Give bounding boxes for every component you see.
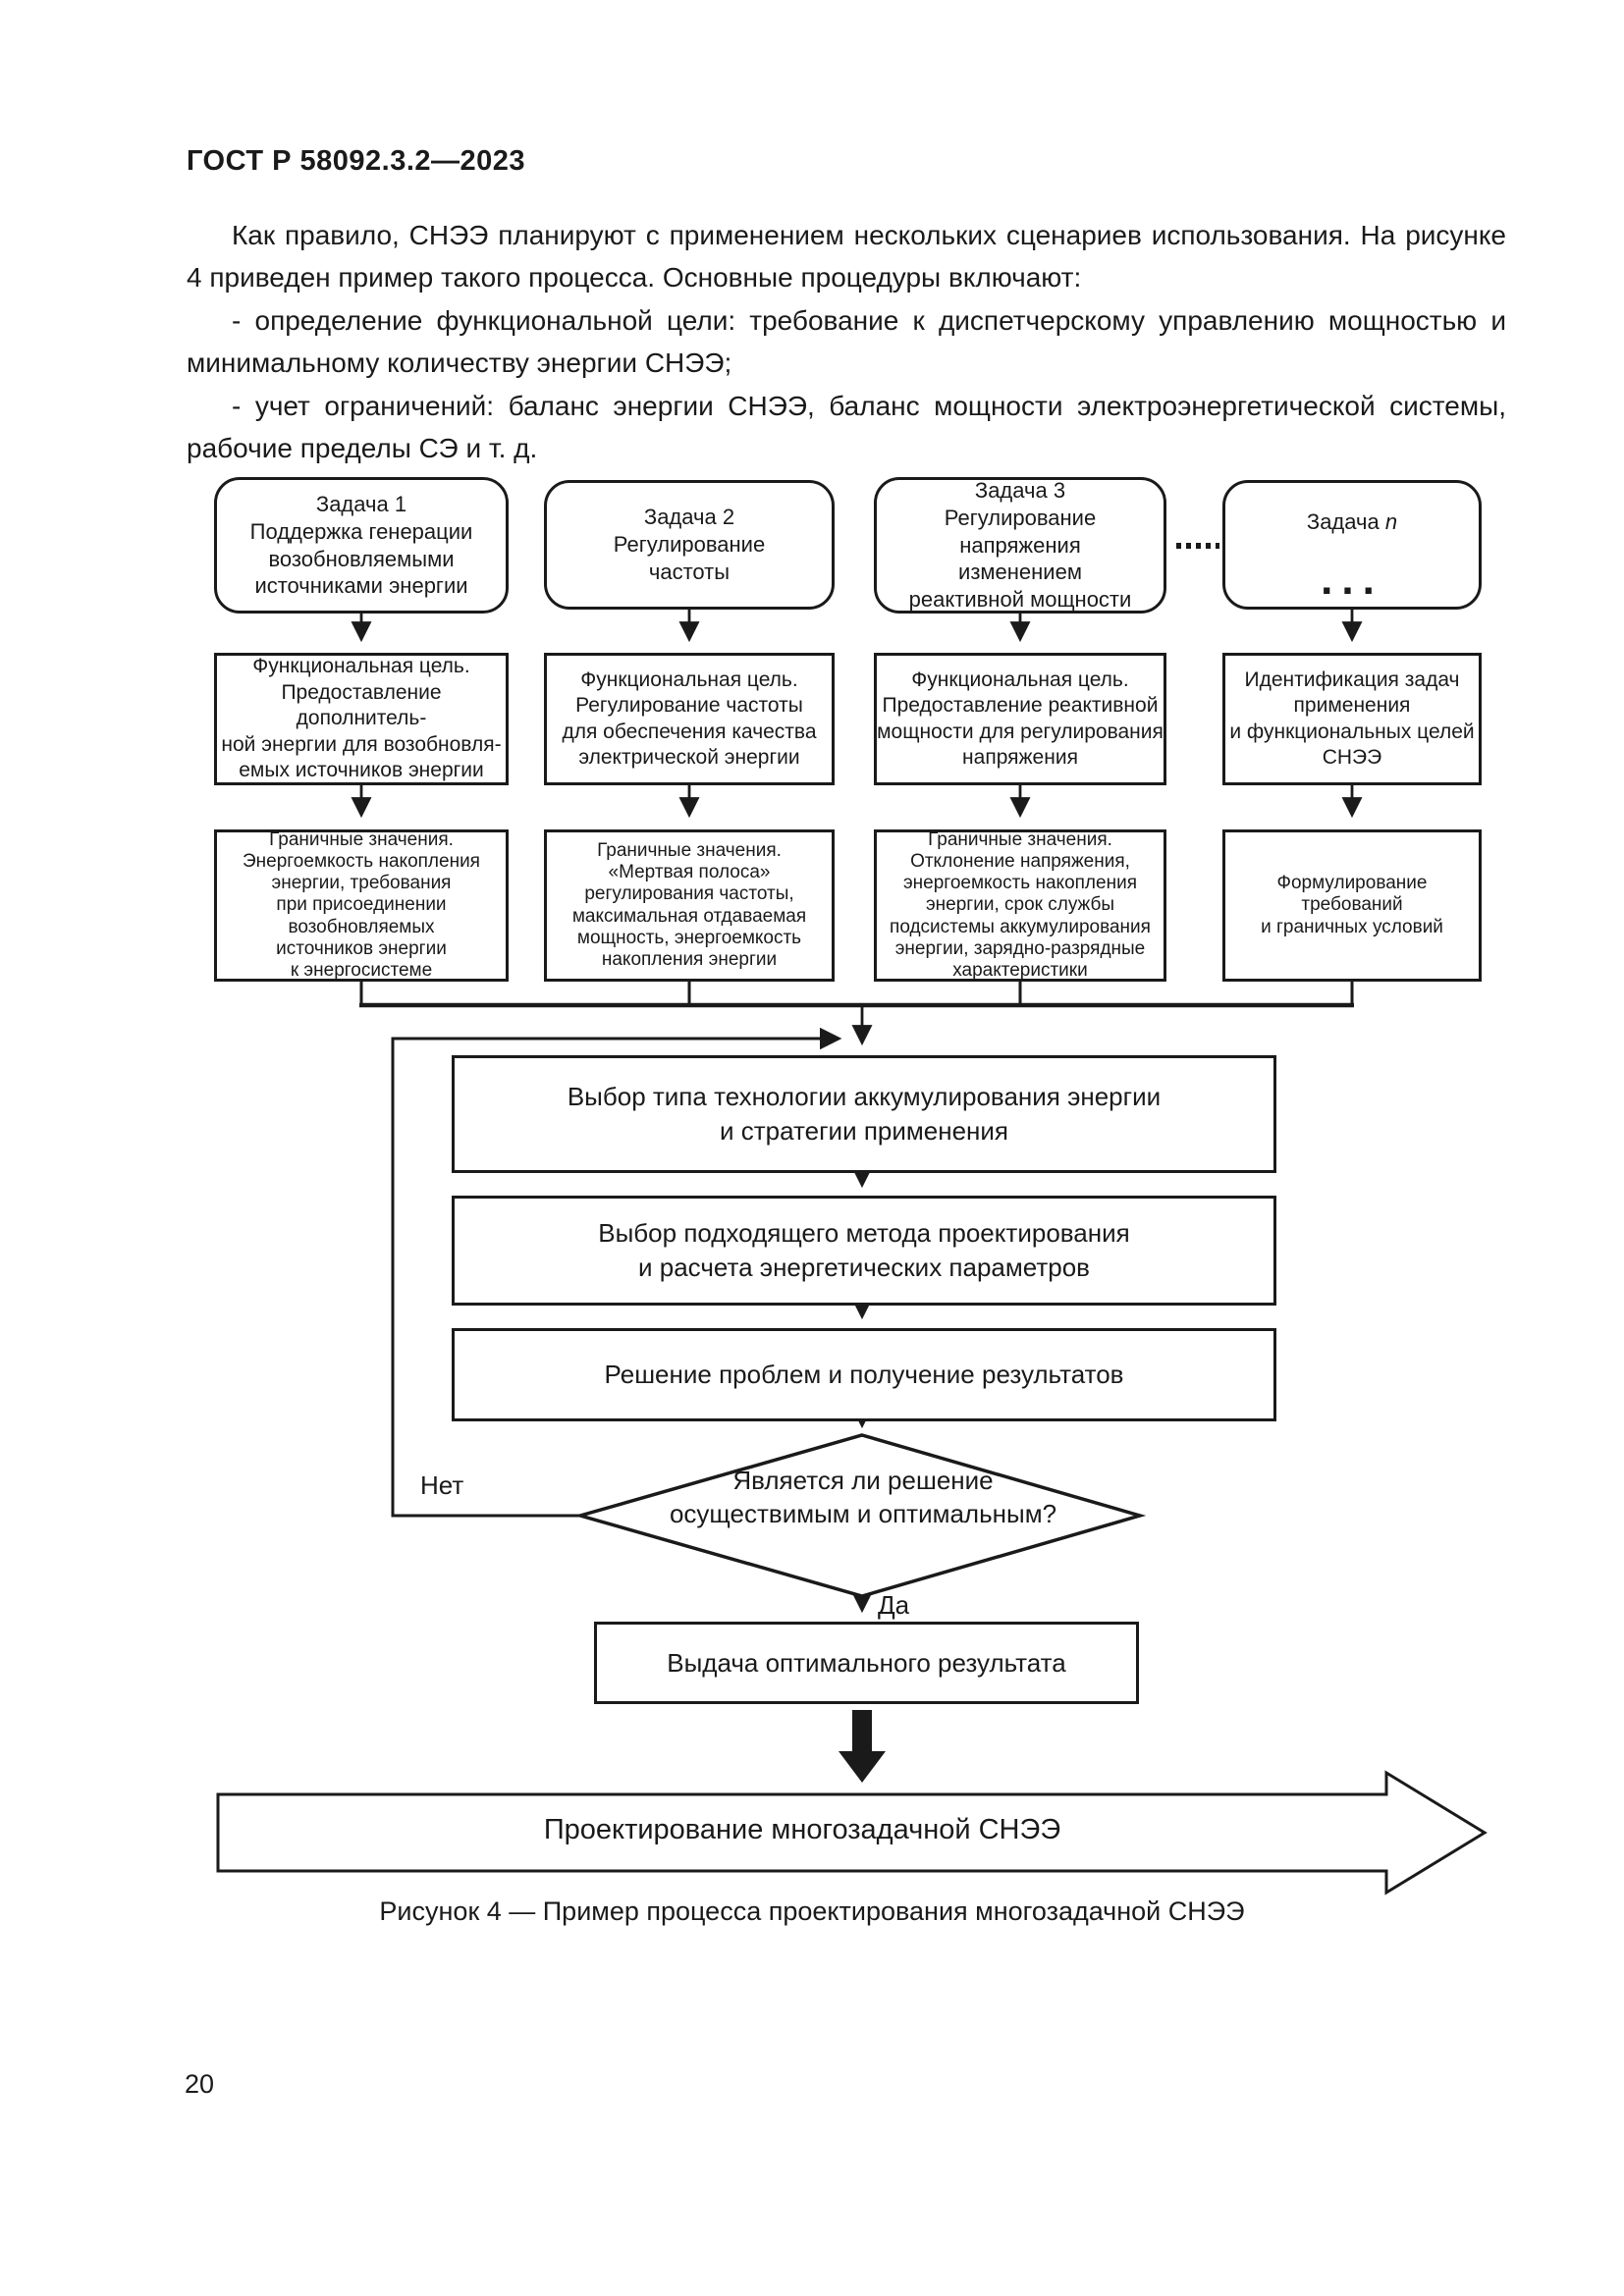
paragraph-item-2: - учет ограничений: баланс энергии СНЭЭ,…: [187, 390, 1506, 463]
task-box-1: Задача 1 Поддержка генерации возобновляе…: [214, 477, 509, 614]
goal-to-limit-arrows: [351, 785, 1363, 819]
step-box-solve: Решение проблем и получение результатов: [452, 1328, 1276, 1421]
figure-caption: Рисунок 4 — Пример процесса проектирован…: [379, 1896, 1245, 1926]
limit-box-2: Граничные значения. «Мертвая полоса» рег…: [544, 829, 835, 982]
paragraph-intro: Как правило, СНЭЭ планируют с применение…: [187, 220, 1506, 294]
step-box-technology-choice: Выбор типа технологии аккумулирования эн…: [452, 1055, 1276, 1173]
banner-label: Проектирование многозадачной СНЭЭ: [543, 1814, 1061, 1845]
decision-question: Является ли решение осуществимым и оптим…: [669, 1466, 1057, 1528]
task-box-3: Задача 3 Регулирование напряжения измене…: [874, 477, 1166, 614]
task-n-title: Задача n: [1307, 508, 1397, 536]
decision-no-label: Нет: [420, 1470, 464, 1500]
goal-box-2: Функциональная цель. Регулирование часто…: [544, 653, 835, 785]
result-box: Выдача оптимального результата: [594, 1622, 1139, 1704]
task-to-goal-arrows: [351, 610, 1363, 643]
task-box-n: Задача n ...: [1222, 480, 1482, 610]
task-box-2: Задача 2 Регулирование частоты: [544, 480, 835, 610]
page-number: 20: [185, 2069, 215, 2099]
thick-down-arrow: [839, 1710, 886, 1783]
limit-box-n: Формулирование требований и граничных ус…: [1222, 829, 1482, 982]
task-n-title-var: n: [1384, 509, 1398, 534]
limit-to-bus-stubs: [359, 982, 1354, 1005]
document-header: ГОСТ Р 58092.3.2—2023: [187, 145, 526, 177]
goal-box-1: Функциональная цель. Предоставление допо…: [214, 653, 509, 785]
decision-yes-label: Да: [878, 1590, 910, 1620]
body-text: Как правило, СНЭЭ планируют с применение…: [187, 214, 1506, 469]
goal-box-n: Идентификация задач применения и функцио…: [1222, 653, 1482, 785]
goal-box-3: Функциональная цель. Предоставление реак…: [874, 653, 1166, 785]
paragraph-item-1: - определение функциональной цели: требо…: [187, 304, 1506, 379]
ellipsis-dots: ...: [1321, 555, 1383, 604]
task-n-title-prefix: Задача: [1306, 509, 1385, 534]
step-box-method-choice: Выбор подходящего метода проектирования …: [452, 1196, 1276, 1306]
limit-box-1: Граничные значения. Энергоемкость накопл…: [214, 829, 509, 982]
limit-box-3: Граничные значения. Отклонение напряжени…: [874, 829, 1166, 982]
